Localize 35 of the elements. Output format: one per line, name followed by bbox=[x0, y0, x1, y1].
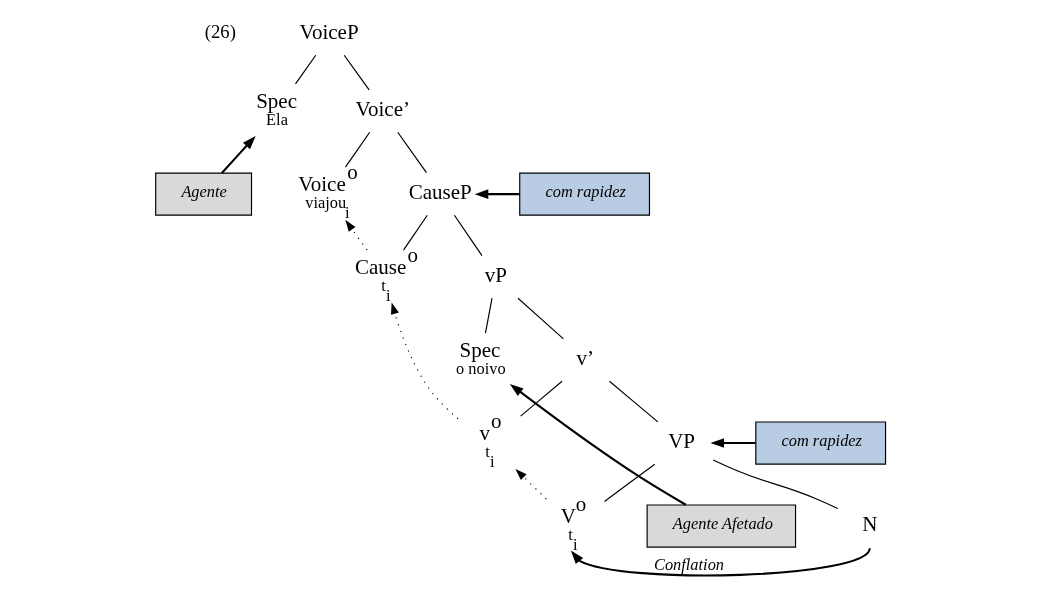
connector bbox=[519, 380, 563, 417]
connector bbox=[608, 380, 658, 423]
arrow bbox=[514, 468, 547, 500]
node-text: v’ bbox=[575, 346, 594, 371]
node-box: com rapidez bbox=[754, 421, 886, 465]
connector bbox=[603, 463, 655, 503]
connector bbox=[712, 459, 838, 510]
arrow bbox=[570, 547, 871, 577]
node-text: N bbox=[861, 512, 877, 537]
connector bbox=[516, 297, 564, 340]
node-text: CauseP bbox=[408, 180, 472, 205]
node-text: VoiceP bbox=[298, 20, 359, 45]
node-text: Voice’ bbox=[355, 97, 410, 122]
node-box: Agente Afetado bbox=[646, 504, 796, 548]
node-text: vP bbox=[484, 263, 507, 288]
connector bbox=[396, 131, 427, 174]
connector bbox=[343, 54, 370, 91]
edge-label: Conflation bbox=[653, 554, 724, 574]
arrow bbox=[509, 384, 686, 506]
arrow bbox=[390, 302, 459, 420]
node-text: VP bbox=[667, 429, 695, 454]
node-text: Spec Ela bbox=[255, 89, 297, 130]
connector bbox=[402, 214, 428, 251]
node-text: Spec o noivo bbox=[455, 338, 506, 379]
arrow bbox=[474, 189, 520, 199]
label: (26) bbox=[204, 21, 236, 43]
connector bbox=[484, 297, 493, 334]
connector bbox=[453, 214, 483, 257]
node-box: com rapidez bbox=[518, 172, 650, 216]
connector bbox=[344, 131, 370, 168]
arrow bbox=[344, 219, 368, 251]
arrow bbox=[709, 438, 755, 448]
node-box: Agente bbox=[154, 172, 252, 216]
connector bbox=[294, 54, 316, 85]
arrow bbox=[220, 135, 256, 174]
